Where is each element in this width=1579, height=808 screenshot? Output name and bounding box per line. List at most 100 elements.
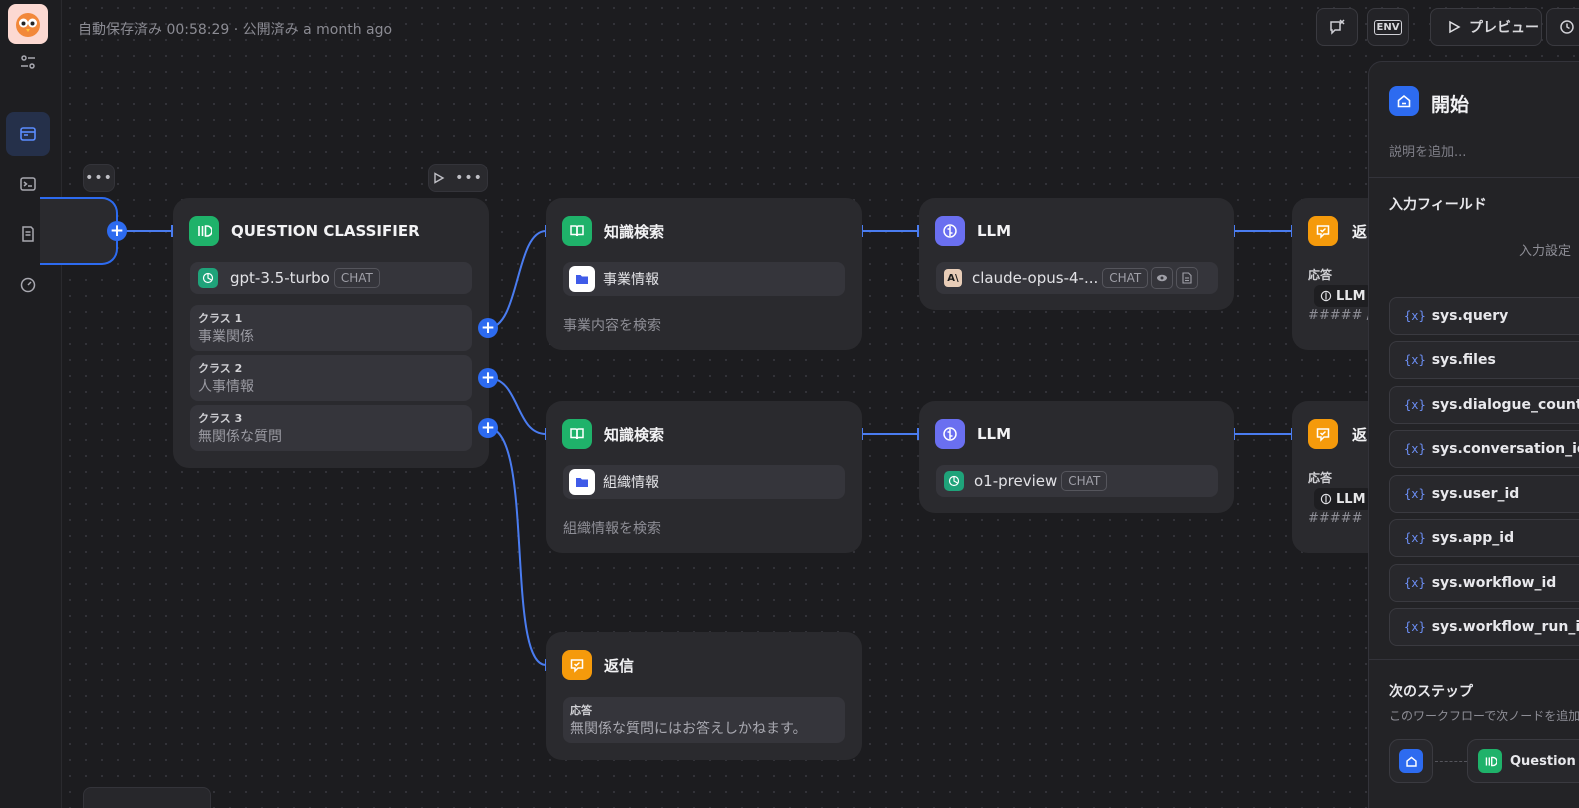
chat-off-icon bbox=[1330, 19, 1345, 35]
variable-row: {x}sys.app_id bbox=[1389, 519, 1579, 557]
edge-class3-reply3 bbox=[487, 427, 547, 666]
variable-name: sys.conversation_id bbox=[1431, 441, 1579, 457]
panel-description-input[interactable]: 説明を追加... bbox=[1389, 145, 1467, 160]
variable-icon: {x} bbox=[1404, 353, 1426, 367]
class-1-add-plus-icon[interactable]: + bbox=[478, 318, 498, 338]
variable-name: sys.dialogue_count bbox=[1431, 397, 1579, 413]
env-button[interactable]: ENV bbox=[1367, 8, 1409, 46]
logs-document-icon[interactable] bbox=[6, 212, 50, 256]
class-3-add-plus-icon[interactable]: + bbox=[478, 418, 498, 438]
variable-row: {x}sys.workflow_run_id bbox=[1389, 608, 1579, 646]
monitoring-gauge-icon[interactable] bbox=[6, 262, 50, 306]
clock-icon bbox=[1559, 20, 1574, 34]
knowledge-1-title: 知識検索 bbox=[604, 222, 665, 241]
class-3-label: クラス 3 bbox=[198, 412, 243, 425]
feature-toggle-button[interactable] bbox=[1316, 8, 1358, 46]
variable-row: {x}sys.query bbox=[1389, 297, 1579, 335]
variable-name: sys.user_id bbox=[1431, 486, 1520, 502]
llm-2-title: LLM bbox=[977, 425, 1012, 443]
class-2-item[interactable]: クラス 2 人事情報 bbox=[190, 355, 472, 401]
llm-1-model-name: claude-opus-4-... bbox=[972, 269, 1099, 287]
input-settings-empty: 入力設定 bbox=[1519, 244, 1572, 259]
variable-row: {x} sys.conversation_id bbox=[1389, 430, 1579, 468]
reply-1-title: 返 bbox=[1352, 222, 1368, 241]
llm-1-model-selector[interactable]: A\ claude-opus-4-... CHAT bbox=[936, 262, 1218, 294]
folder-icon bbox=[569, 469, 595, 495]
knowledge-1-dataset[interactable]: 事業情報 bbox=[563, 262, 845, 296]
autosave-status: 自動保存済み 00:58:29 · 公開済み a month ago bbox=[78, 22, 393, 38]
variable-name: sys.workflow_run_id bbox=[1431, 619, 1579, 635]
next-step-connector bbox=[1435, 761, 1467, 762]
reply-1-text: ##### / bbox=[1308, 308, 1371, 323]
app-logo-icon[interactable] bbox=[8, 4, 48, 44]
class-2-add-plus-icon[interactable]: + bbox=[478, 368, 498, 388]
variable-icon: {x} bbox=[1404, 442, 1426, 456]
reply-chat-icon bbox=[562, 650, 592, 680]
variable-name: sys.app_id bbox=[1431, 530, 1515, 546]
reply-2-text: ##### bbox=[1308, 511, 1363, 526]
llm-ref-icon bbox=[1320, 493, 1332, 505]
knowledge-retrieval-node-1[interactable]: 知識検索 事業情報 事業内容を検索 bbox=[546, 198, 862, 350]
start-node-more-button[interactable]: ••• bbox=[83, 164, 115, 192]
add-node-plus-icon[interactable]: + bbox=[107, 221, 127, 241]
preview-label: プレビュー bbox=[1469, 20, 1539, 36]
play-icon bbox=[1449, 20, 1461, 34]
llm-2-model-name: o1-preview bbox=[974, 472, 1058, 490]
run-play-icon[interactable] bbox=[433, 172, 445, 184]
reply-chat-icon bbox=[1308, 216, 1338, 246]
classifier-more-icon[interactable]: ••• bbox=[455, 170, 483, 186]
next-step-heading: 次のステップ bbox=[1389, 684, 1473, 700]
class-1-label: クラス 1 bbox=[198, 312, 243, 325]
env-label: ENV bbox=[1373, 19, 1403, 35]
reply-1-label: 応答 bbox=[1308, 268, 1333, 282]
history-button[interactable] bbox=[1546, 8, 1579, 46]
llm-brain-icon bbox=[935, 419, 965, 449]
workflow-orchestrate-icon[interactable] bbox=[6, 112, 50, 156]
knowledge-2-title: 知識検索 bbox=[604, 425, 665, 444]
reply-node-3[interactable]: 返信 応答 無関係な質問にはお答えしかねます。 bbox=[546, 632, 862, 760]
llm-ref-icon bbox=[1320, 290, 1332, 302]
preview-button[interactable]: プレビュー bbox=[1430, 8, 1542, 46]
knowledge-2-dataset-name: 組織情報 bbox=[603, 475, 659, 491]
classifier-title: QUESTION CLASSIFIER bbox=[231, 222, 420, 240]
home-icon bbox=[1399, 749, 1423, 773]
panel-divider bbox=[1369, 177, 1579, 178]
variable-icon: {x} bbox=[1404, 398, 1426, 412]
knowledge-1-desc: 事業内容を検索 bbox=[563, 318, 661, 334]
next-step-node-card[interactable]: Question bbox=[1467, 739, 1579, 783]
variable-row: {x}sys.workflow_id bbox=[1389, 564, 1579, 602]
llm-node-2[interactable]: LLM o1-preview CHAT bbox=[919, 401, 1234, 513]
edge-class1-knowledge1 bbox=[487, 230, 547, 329]
left-sidebar bbox=[0, 0, 62, 808]
variable-row: {x}sys.files bbox=[1389, 341, 1579, 379]
knowledge-2-desc: 組織情報を検索 bbox=[563, 521, 661, 537]
variable-icon: {x} bbox=[1404, 309, 1426, 323]
llm-2-model-selector[interactable]: o1-preview CHAT bbox=[936, 465, 1218, 497]
knowledge-1-dataset-name: 事業情報 bbox=[603, 272, 659, 288]
reply-2-title: 返 bbox=[1352, 425, 1368, 444]
openai-icon bbox=[198, 268, 218, 288]
variable-icon: {x} bbox=[1404, 576, 1426, 590]
class-1-value: 事業関係 bbox=[198, 329, 254, 345]
reply-1-var-ref: LLM bbox=[1314, 285, 1372, 307]
reply-3-answer: 応答 無関係な質問にはお答えしかねます。 bbox=[563, 697, 845, 743]
llm-1-title: LLM bbox=[977, 222, 1012, 240]
document-icon bbox=[1176, 267, 1199, 289]
classifier-model-selector[interactable]: gpt-3.5-turbo CHAT bbox=[190, 262, 472, 294]
settings-sliders-icon[interactable] bbox=[6, 40, 50, 84]
llm-node-1[interactable]: LLM A\ claude-opus-4-... CHAT bbox=[919, 198, 1234, 310]
llm-2-model-tag: CHAT bbox=[1061, 471, 1108, 491]
reply-chat-icon bbox=[1308, 419, 1338, 449]
reply-3-label: 応答 bbox=[570, 704, 592, 717]
terminal-api-icon[interactable] bbox=[6, 162, 50, 206]
knowledge-2-dataset[interactable]: 組織情報 bbox=[563, 465, 845, 499]
reply-2-ref-text: LLM bbox=[1336, 491, 1366, 507]
anthropic-icon: A\ bbox=[944, 269, 962, 287]
class-3-value: 無関係な質問 bbox=[198, 429, 282, 445]
vision-eye-icon bbox=[1151, 267, 1174, 289]
question-classifier-node[interactable]: QUESTION CLASSIFIER gpt-3.5-turbo CHAT ク… bbox=[173, 198, 489, 468]
class-3-item[interactable]: クラス 3 無関係な質問 bbox=[190, 405, 472, 451]
knowledge-retrieval-node-2[interactable]: 知識検索 組織情報 組織情報を検索 bbox=[546, 401, 862, 553]
zoom-controls[interactable] bbox=[83, 787, 211, 808]
class-1-item[interactable]: クラス 1 事業関係 bbox=[190, 305, 472, 351]
